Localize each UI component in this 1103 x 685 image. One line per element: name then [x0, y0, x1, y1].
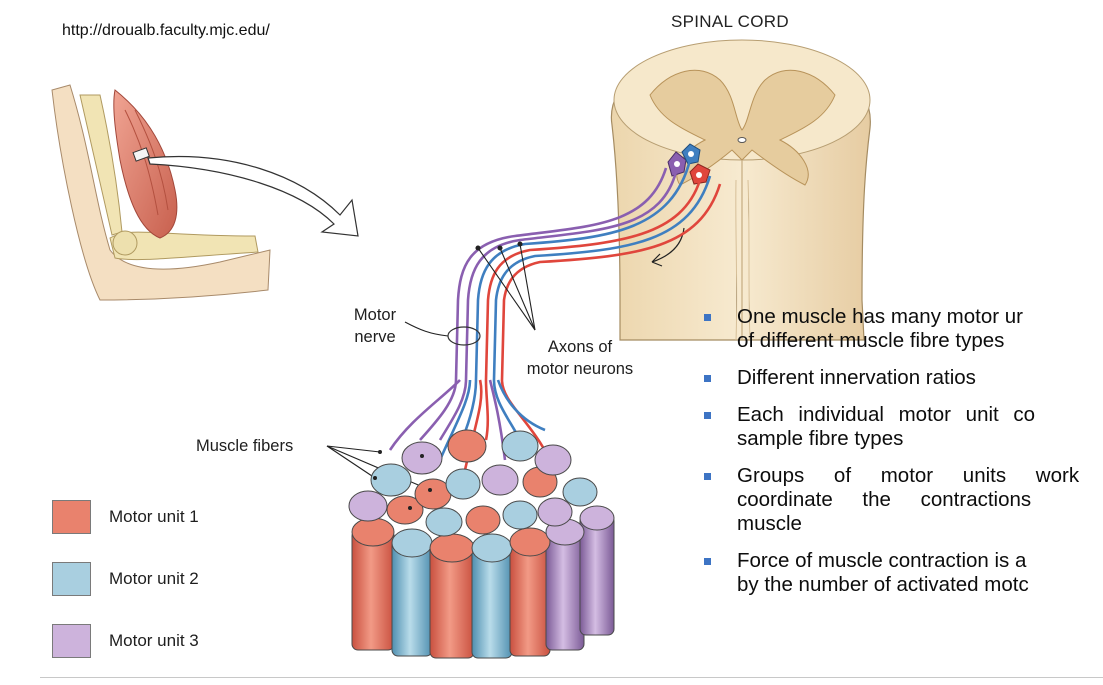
spinal-cord [610, 39, 871, 341]
bullet-text-line: Different innervation ratios [737, 366, 976, 389]
bullet-text-line: coordinate the contractions [737, 488, 1032, 511]
muscle-fibers-label: Muscle fibers [196, 437, 294, 455]
bullet-square-icon [704, 314, 711, 321]
axons-label-line1: Axons of [547, 338, 613, 356]
bullet-item: Each individual motor unit co sample fib… [704, 403, 1103, 451]
bullet-text-line: Groups of motor units work [737, 464, 1080, 487]
source-url: http://droualb.faculty.mjc.edu/ [62, 22, 270, 39]
spinal-cord-label: SPINAL CORD [671, 12, 789, 31]
bullet-text-line: sample fibre types [737, 427, 904, 450]
bullet-text-line: by the number of activated motc [737, 573, 1029, 596]
motor-nerve-label-line1: Motor [353, 306, 397, 324]
bullet-text-line: Force of muscle contraction is a [737, 549, 1027, 572]
nerve-ring [447, 326, 481, 346]
bullet-item: One muscle has many motor ur of differen… [704, 305, 1103, 353]
muscle-fiber-bundle [348, 429, 615, 659]
bullet-item: Force of muscle contraction is a by the … [704, 549, 1103, 597]
bullet-square-icon [704, 412, 711, 419]
legend-label: Motor unit 2 [109, 569, 199, 588]
bullet-item: Different innervation ratios [704, 366, 1103, 390]
legend-label: Motor unit 3 [109, 631, 199, 650]
axons-label: Axons of motor neurons [500, 336, 660, 380]
bottom-divider [40, 677, 1103, 678]
bullet-list: One muscle has many motor ur of differen… [704, 305, 1103, 685]
axons-label-line2: motor neurons [526, 360, 634, 378]
bullet-text-line: of different muscle fibre types [737, 329, 1005, 352]
bullet-text-line: One muscle has many motor ur [737, 305, 1023, 328]
fiber-terminal-dots [373, 450, 432, 510]
bullet-square-icon [704, 473, 711, 480]
motor-nerve-label-line2: nerve [354, 328, 396, 346]
arm-illustration [51, 84, 271, 301]
bullet-text-line: muscle [737, 512, 802, 535]
motor-nerve-label: Motor nerve [340, 304, 410, 348]
bullet-item: Groups of motor units work coordinate th… [704, 464, 1103, 536]
magnify-arrow [147, 155, 359, 237]
legend-swatch-blue [52, 562, 91, 596]
legend-label: Motor unit 1 [109, 507, 199, 526]
bullet-square-icon [704, 375, 711, 382]
legend-swatch-purple [52, 624, 91, 658]
bullet-text-line: Each individual motor unit co [737, 403, 1036, 426]
bullet-square-icon [704, 558, 711, 565]
legend-swatch-red [52, 500, 91, 534]
